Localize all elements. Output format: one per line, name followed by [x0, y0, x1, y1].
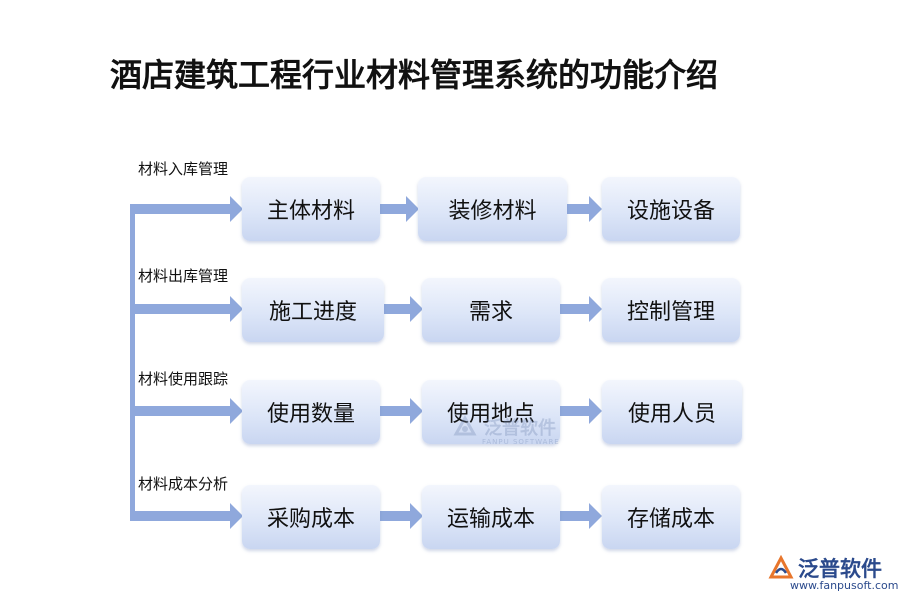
vertical-spine — [130, 207, 135, 521]
branch-arrow-3 — [130, 398, 243, 424]
brand-logo-icon — [768, 555, 794, 579]
brand-url: www.fanpusoft.com — [790, 579, 899, 592]
flow-arrow-r2-b — [560, 296, 602, 322]
node-control-management: 控制管理 — [602, 278, 740, 342]
node-usage-personnel: 使用人员 — [602, 380, 742, 444]
node-demand: 需求 — [422, 278, 560, 342]
row-label-cost: 材料成本分析 — [138, 475, 229, 493]
node-purchase-cost: 采购成本 — [242, 485, 380, 549]
branch-arrow-4 — [130, 503, 243, 529]
branch-arrow-2 — [130, 296, 243, 322]
watermark-subtext: FANPU SOFTWARE — [482, 438, 560, 446]
brand-logo-text: 泛普软件 — [798, 557, 882, 581]
row-label-inbound: 材料入库管理 — [138, 160, 229, 178]
brand-logo: 泛普软件 — [768, 553, 882, 583]
flow-arrow-r2-a — [384, 296, 423, 322]
watermark: 泛普软件 — [452, 414, 556, 440]
flow-arrow-r1-b — [567, 196, 602, 222]
node-main-materials: 主体材料 — [242, 177, 380, 241]
flow-arrow-r3-a — [380, 398, 423, 424]
row-label-tracking: 材料使用跟踪 — [138, 370, 229, 388]
flow-arrow-r4-b — [560, 503, 602, 529]
branch-arrow-1 — [130, 196, 243, 222]
flow-arrow-r1-a — [380, 196, 419, 222]
node-usage-location: 使用地点 — [422, 380, 560, 444]
node-construction-progress: 施工进度 — [242, 278, 384, 342]
flow-arrow-r4-a — [380, 503, 423, 529]
node-facility-equipment: 设施设备 — [602, 177, 740, 241]
flow-arrow-r3-b — [560, 398, 602, 424]
page-title: 酒店建筑工程行业材料管理系统的功能介绍 — [110, 56, 719, 94]
node-usage-quantity: 使用数量 — [242, 380, 380, 444]
watermark-logo-icon — [453, 414, 477, 436]
node-storage-cost: 存储成本 — [602, 485, 740, 549]
node-decoration-materials: 装修材料 — [418, 177, 567, 241]
node-transport-cost: 运输成本 — [422, 485, 560, 549]
watermark-text: 泛普软件 — [484, 418, 556, 439]
row-label-outbound: 材料出库管理 — [138, 267, 229, 285]
